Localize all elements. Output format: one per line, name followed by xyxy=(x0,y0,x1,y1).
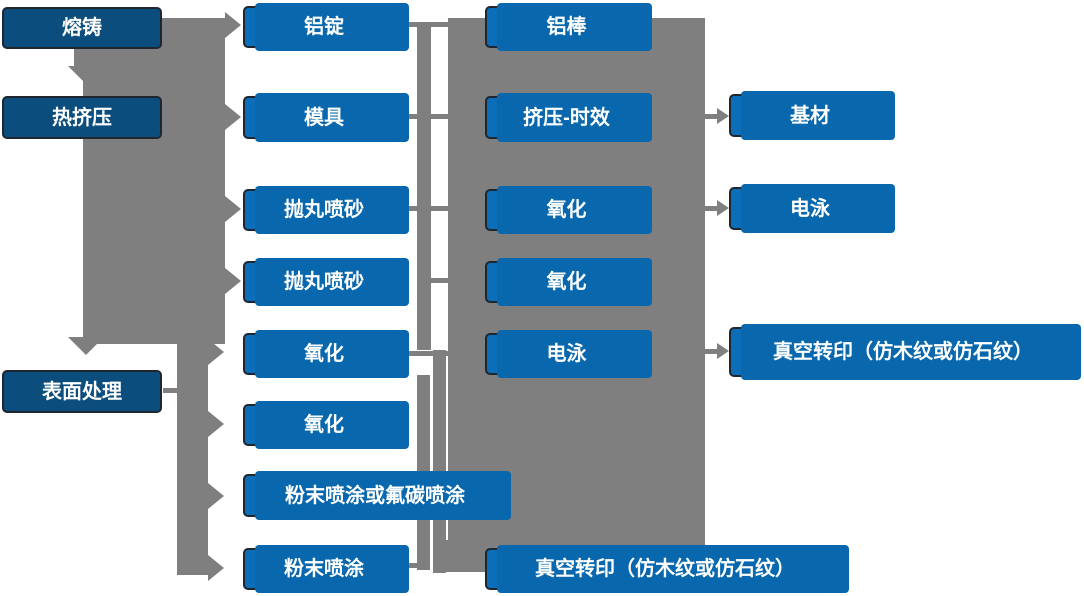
arrow-to-shot-blasting-2-icon xyxy=(225,268,241,294)
node-mold: 模具 xyxy=(243,93,409,142)
connector-link-surface-treatment xyxy=(163,388,179,393)
node-vacuum-transfer-right: 真空转印（仿木纹或仿石纹） xyxy=(729,324,1081,380)
arrow-to-mold-icon xyxy=(225,104,241,130)
node-base-material: 基材 xyxy=(729,91,895,140)
connector-stub-shot-blasting-1 xyxy=(405,206,448,211)
arrow-to-powder-or-fluorocarbon-icon xyxy=(208,483,224,509)
node-extrusion-aging: 挤压-时效 xyxy=(485,93,652,142)
node-hot-extrusion: 热挤压 xyxy=(2,96,162,139)
node-electrophoresis-1: 电泳 xyxy=(485,330,652,378)
connector-band-mid-lower-b xyxy=(433,350,446,573)
connector-stub-powder-coating xyxy=(405,563,417,568)
arrow-to-shot-blasting-1-icon xyxy=(225,196,241,222)
arrow-line-to-electrophoresis xyxy=(705,206,717,211)
node-shot-blasting-1: 抛丸喷砂 xyxy=(243,186,409,234)
node-oxidation-4: 氧化 xyxy=(485,258,652,306)
node-electrophoresis-2: 电泳 xyxy=(729,184,895,233)
arrow-to-vacuum-transfer-icon xyxy=(717,343,729,359)
arrow-line-to-base-material xyxy=(705,114,717,119)
connector-stub-aluminum-ingot xyxy=(405,22,448,27)
node-shot-blasting-2: 抛丸喷砂 xyxy=(243,258,409,306)
connector-stub-shot-blasting-2 xyxy=(431,278,448,283)
node-vacuum-transfer-bottom: 真空转印（仿木纹或仿石纹） xyxy=(485,545,849,593)
arrow-to-hot-extrusion-icon xyxy=(68,66,104,84)
connector-stub-oxidation xyxy=(405,351,448,356)
node-oxidation-3: 氧化 xyxy=(485,186,652,234)
connector-band-lower-left xyxy=(177,342,208,575)
arrow-to-aluminum-ingot-icon xyxy=(225,12,241,38)
node-aluminum-rod: 铝棒 xyxy=(485,3,652,51)
arrow-to-electrophoresis-icon xyxy=(717,200,729,216)
connector-stub-mold xyxy=(405,114,448,119)
arrow-line-to-vacuum-transfer xyxy=(705,349,717,354)
node-powder-or-fluorocarbon-coating: 粉末喷涂或氟碳喷涂 xyxy=(243,471,511,520)
arrow-to-oxidation-1-icon xyxy=(208,339,224,365)
arrow-to-powder-coating-icon xyxy=(208,555,224,581)
node-powder-coating: 粉末喷涂 xyxy=(243,545,409,593)
node-oxidation-2: 氧化 xyxy=(243,401,409,449)
node-oxidation-1: 氧化 xyxy=(243,330,409,378)
connector-band-main-left xyxy=(83,18,225,344)
arrow-to-surface-treatment-icon xyxy=(68,337,104,355)
node-melting-casting: 熔铸 xyxy=(2,7,162,49)
arrow-to-oxidation-2-icon xyxy=(208,411,224,437)
node-surface-treatment: 表面处理 xyxy=(2,370,162,413)
node-aluminum-ingot: 铝锭 xyxy=(243,3,409,51)
connector-band-mid-upper xyxy=(417,22,431,350)
arrow-to-base-material-icon xyxy=(717,108,729,124)
